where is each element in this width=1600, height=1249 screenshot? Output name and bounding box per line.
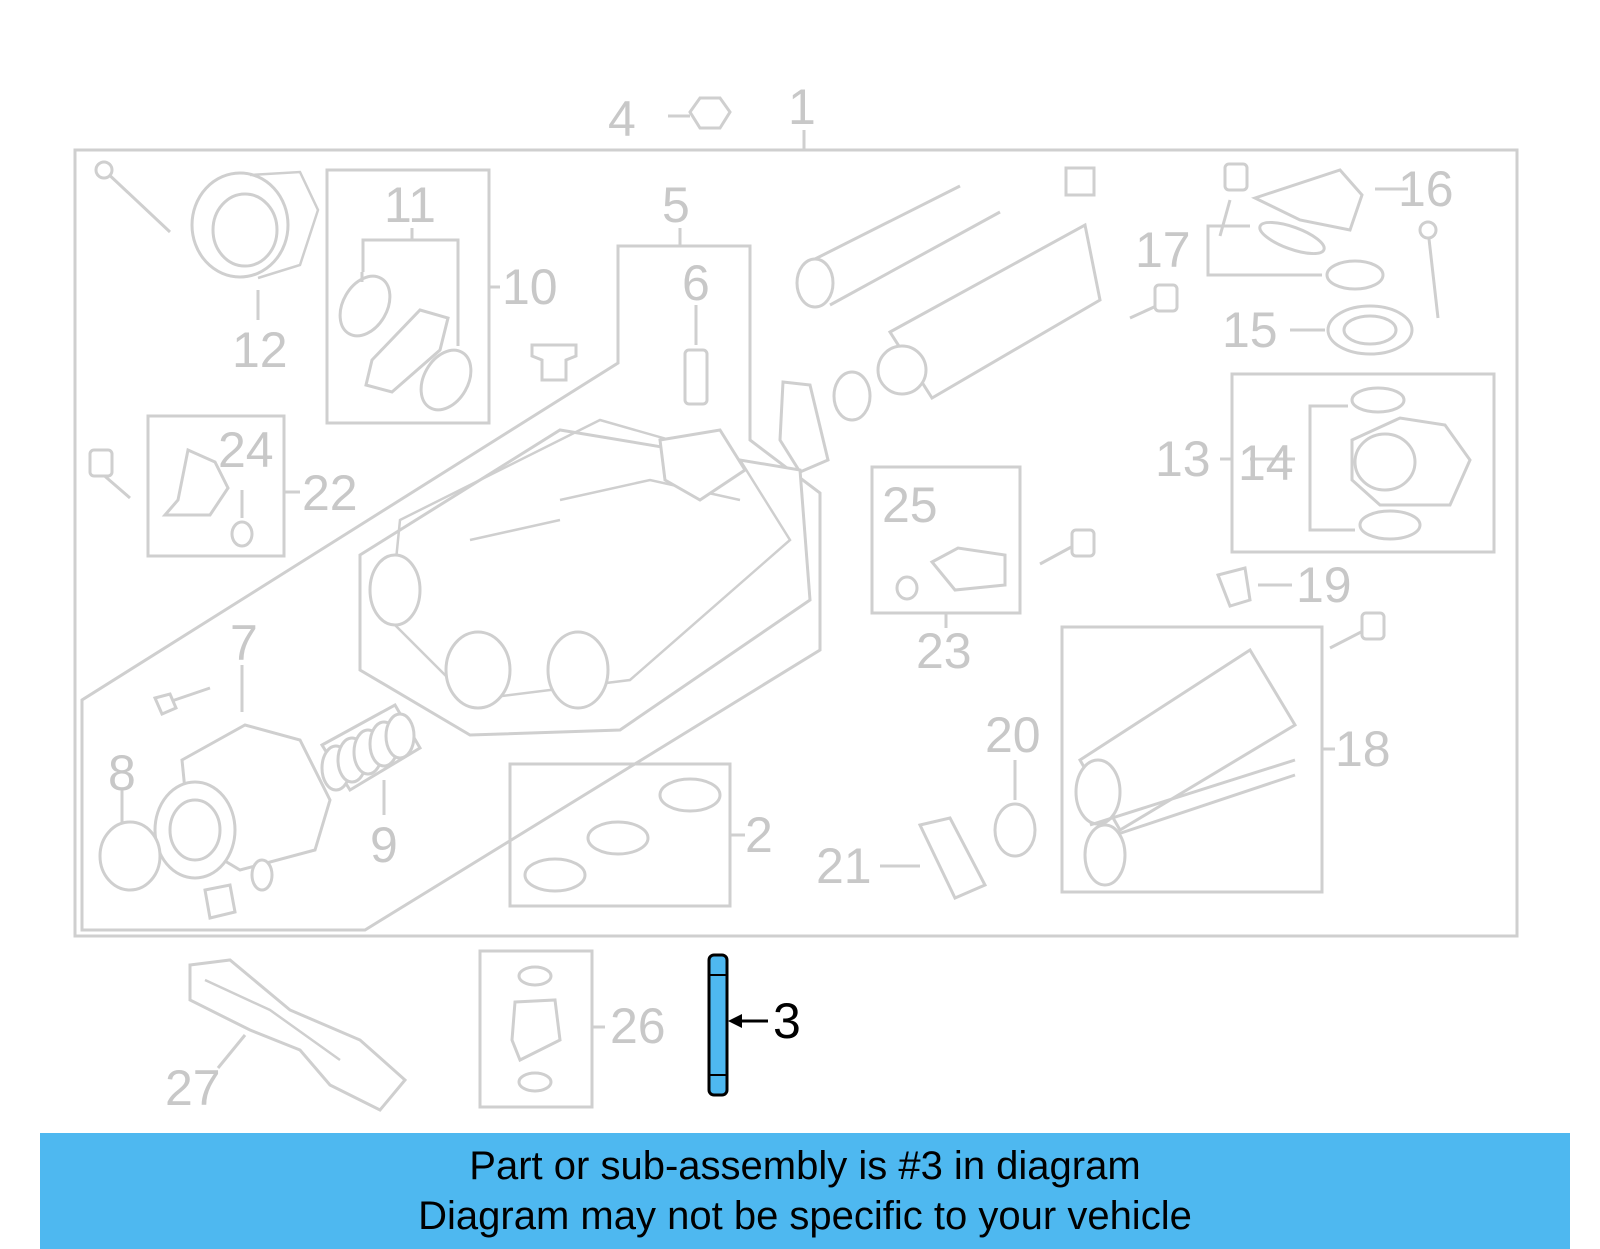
part-9-bellows bbox=[319, 702, 423, 815]
callout-20: 20 bbox=[985, 707, 1041, 763]
callout-8: 8 bbox=[108, 745, 136, 801]
group-box-18 bbox=[1060, 625, 1324, 894]
part-15-flange bbox=[1290, 304, 1414, 356]
banner-line-2: Diagram may not be specific to your vehi… bbox=[418, 1194, 1192, 1238]
part-6-pin bbox=[683, 305, 709, 406]
part-19-cap bbox=[1215, 566, 1292, 608]
callout-27: 27 bbox=[165, 1060, 221, 1116]
part-16-elbow bbox=[1251, 168, 1408, 232]
callout-19: 19 bbox=[1296, 557, 1352, 613]
part-10-11-seals bbox=[338, 228, 500, 412]
callout-13: 13 bbox=[1155, 431, 1211, 487]
callout-3: 3 bbox=[773, 993, 801, 1049]
group-box-10-11 bbox=[325, 168, 491, 425]
part-12-throttle bbox=[94, 160, 320, 320]
part-20-oring bbox=[993, 760, 1037, 858]
group-box-13-14 bbox=[1230, 372, 1496, 554]
part-25-sensor bbox=[895, 546, 1007, 601]
part-supercharger bbox=[358, 418, 812, 737]
callout-arrows bbox=[285, 187, 1398, 628]
part-sleeve bbox=[530, 166, 1096, 382]
part-18-intercooler bbox=[1074, 647, 1335, 887]
part-24-sensor bbox=[161, 447, 254, 548]
info-banner: Part or sub-assembly is #3 in diagram Di… bbox=[40, 1133, 1570, 1249]
part-21-gasket bbox=[880, 816, 988, 900]
part-27-manifold bbox=[188, 958, 408, 1112]
callout-21: 21 bbox=[816, 838, 872, 894]
callout-4: 4 bbox=[608, 91, 636, 147]
callout-24: 24 bbox=[218, 422, 274, 478]
callout-9: 9 bbox=[370, 817, 398, 873]
part-14-throttle-body bbox=[1308, 386, 1472, 541]
part-8-plug bbox=[98, 790, 274, 920]
part-4-nut bbox=[668, 96, 732, 130]
part-17-seals bbox=[1206, 220, 1385, 291]
callout-1: 1 bbox=[788, 79, 816, 135]
assembly-frame bbox=[73, 148, 1519, 938]
callout-14: 14 bbox=[1238, 435, 1294, 491]
callout-23: 23 bbox=[916, 623, 972, 679]
callout-2: 2 bbox=[745, 807, 773, 863]
part-bolts bbox=[88, 162, 1440, 716]
callout-17: 17 bbox=[1135, 222, 1191, 278]
callout-6: 6 bbox=[682, 255, 710, 311]
callout-22: 22 bbox=[302, 465, 358, 521]
banner-line-1: Part or sub-assembly is #3 in diagram bbox=[469, 1144, 1141, 1188]
callout-18: 18 bbox=[1335, 721, 1391, 777]
part-3-stud-highlighted bbox=[707, 953, 768, 1097]
callout-16: 16 bbox=[1398, 161, 1454, 217]
callout-25: 25 bbox=[882, 477, 938, 533]
part-2-gasket bbox=[523, 777, 745, 893]
subassembly-5-frame bbox=[80, 244, 822, 932]
part-26-fitting bbox=[510, 965, 605, 1093]
callout-12: 12 bbox=[232, 322, 288, 378]
part-7-housing bbox=[153, 665, 332, 880]
group-box-26 bbox=[478, 949, 594, 1109]
callout-26: 26 bbox=[610, 998, 666, 1054]
callout-11: 11 bbox=[384, 177, 436, 233]
group-box-22-24 bbox=[146, 414, 286, 558]
part-intercooler-upper bbox=[778, 184, 1102, 474]
callout-10: 10 bbox=[502, 259, 558, 315]
callout-7: 7 bbox=[230, 615, 258, 671]
callout-15: 15 bbox=[1222, 302, 1278, 358]
callout-5: 5 bbox=[662, 177, 690, 233]
